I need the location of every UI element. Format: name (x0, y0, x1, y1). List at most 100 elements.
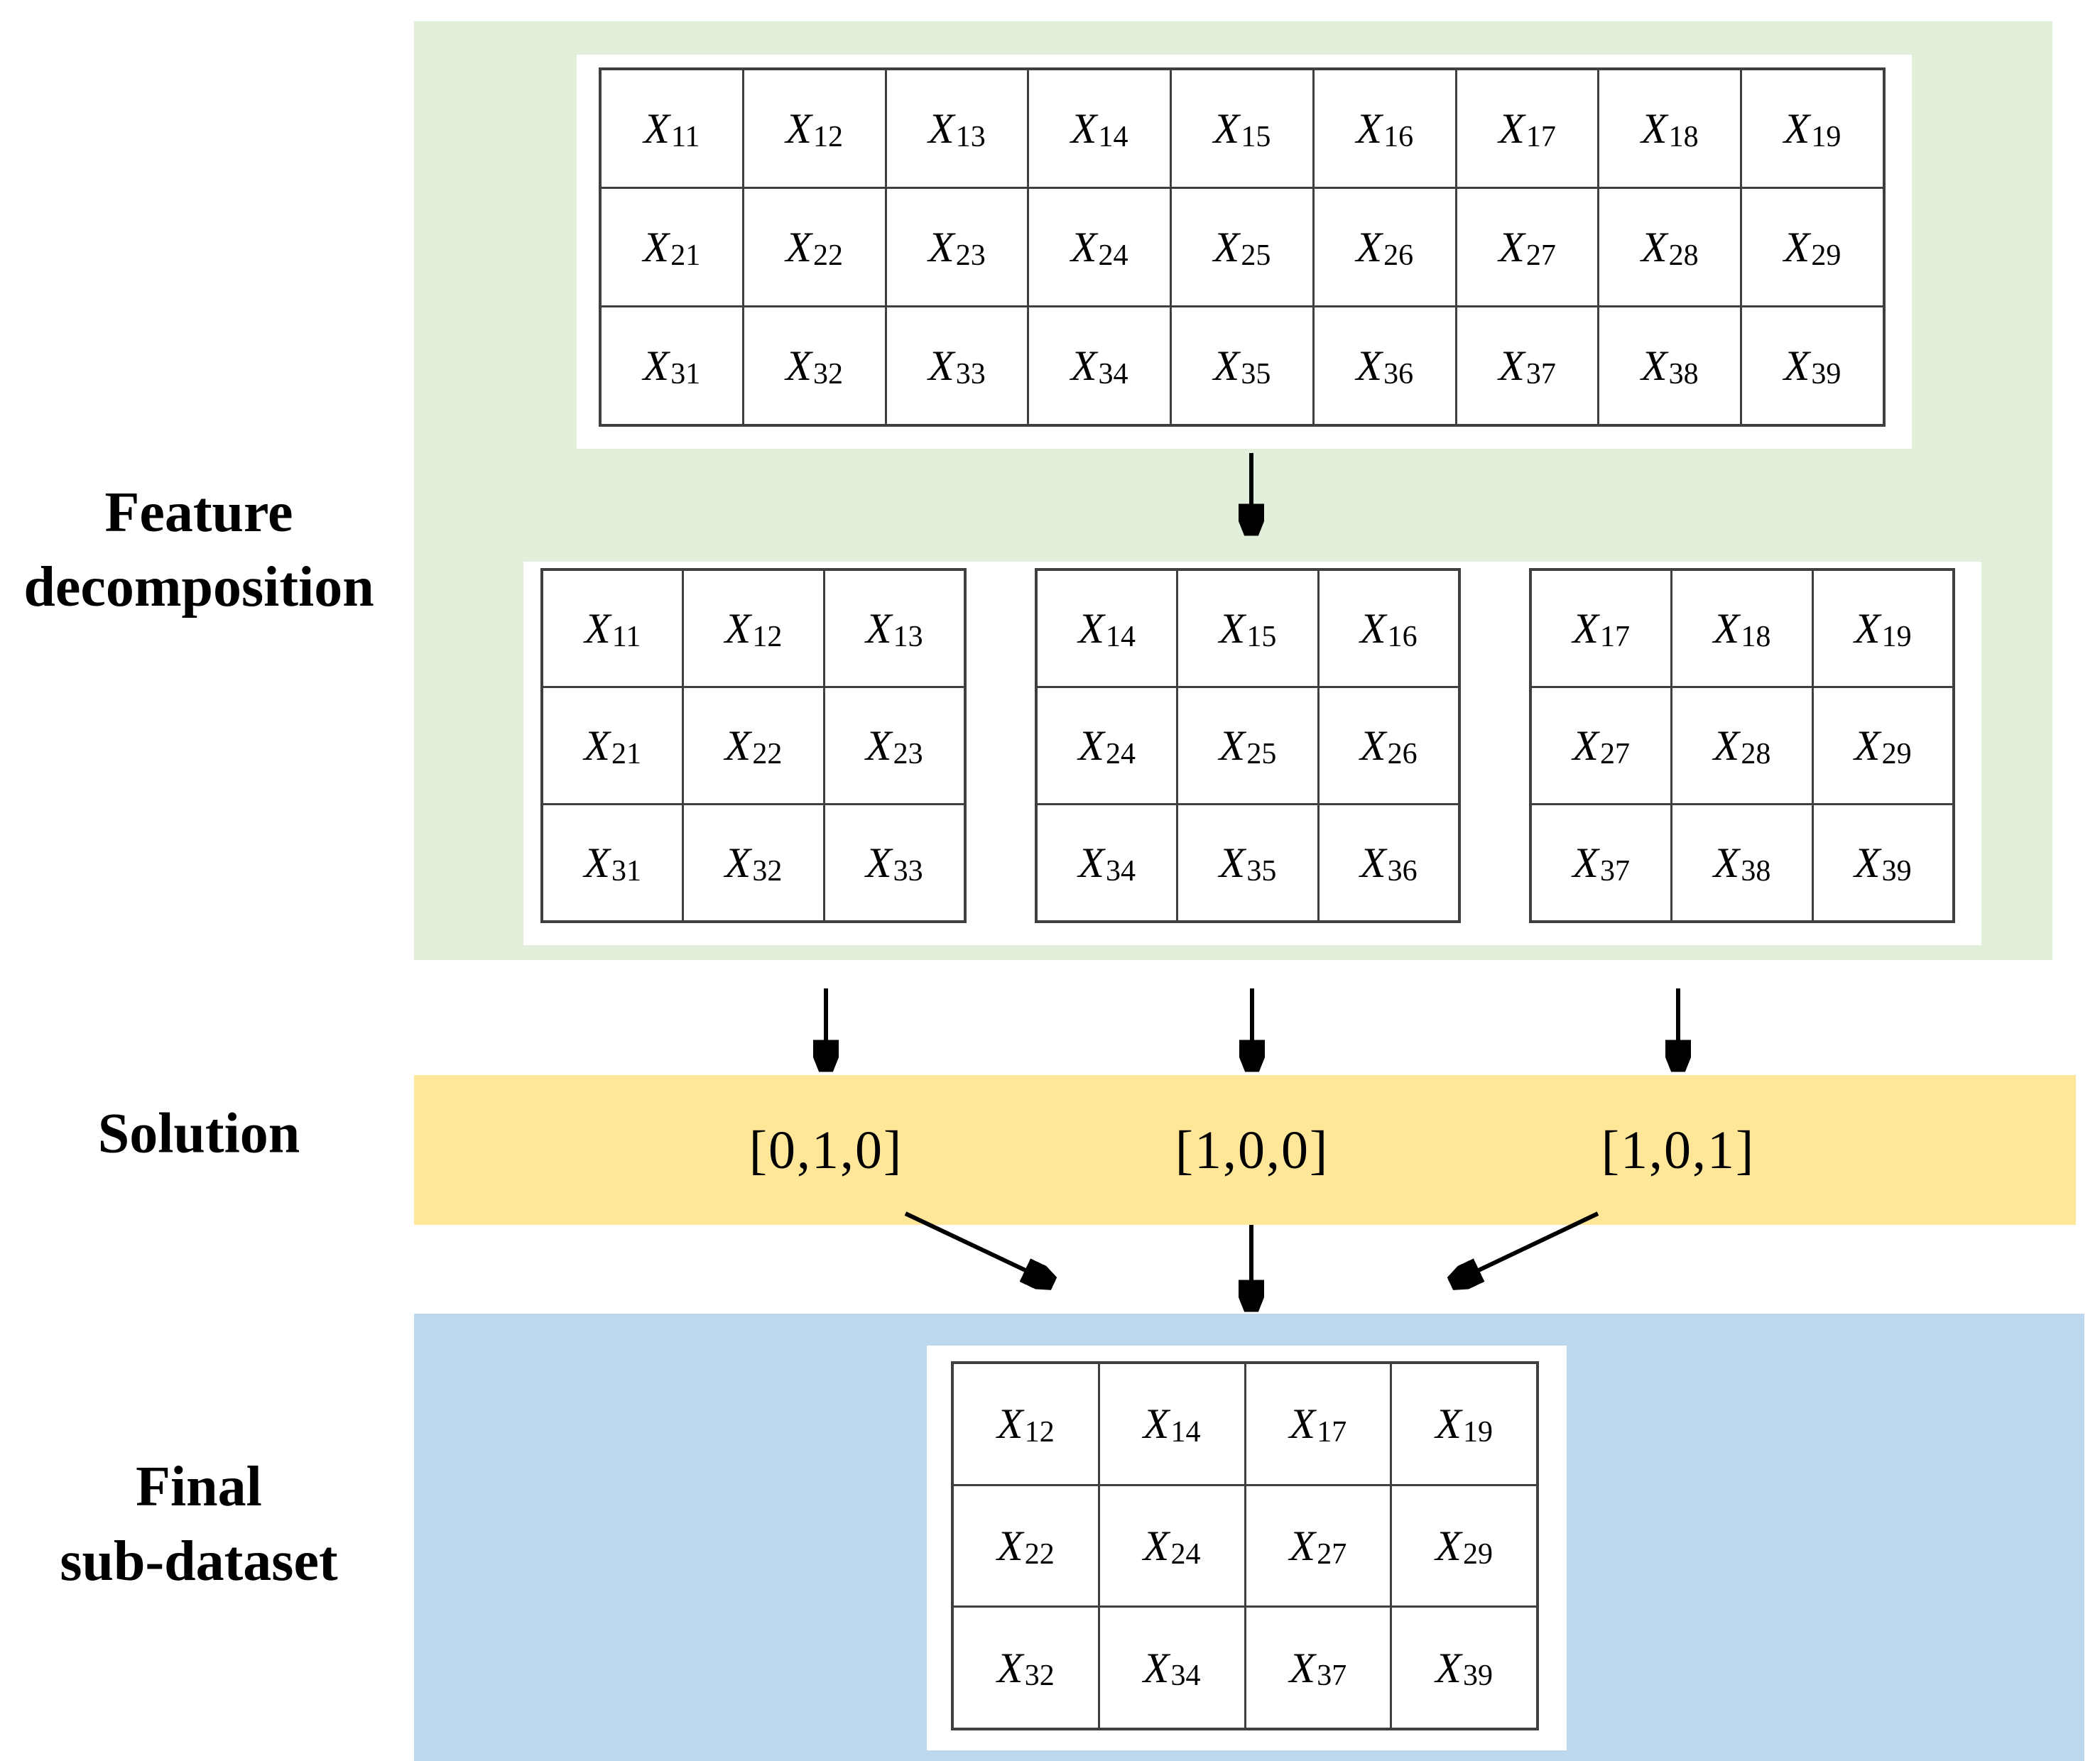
cell-variable: X (1713, 605, 1740, 652)
cell-variable: X (1070, 224, 1097, 271)
cell-subscript: 21 (611, 737, 641, 770)
feature-label-line1: Feature (104, 481, 293, 544)
cell-subscript: 15 (1241, 120, 1271, 153)
cell-variable: X (1356, 224, 1383, 271)
final-sub-dataset-label: Final sub-dataset (60, 1450, 337, 1599)
cell-subscript: 32 (812, 357, 843, 391)
cell-subscript: 19 (1811, 120, 1841, 153)
cell-subscript: 34 (1098, 357, 1128, 391)
cell-variable: X (1359, 722, 1386, 769)
cell-variable: X (1356, 342, 1383, 389)
cell-subscript: 25 (1241, 239, 1271, 272)
cell-subscript: 33 (893, 854, 923, 888)
cell-subscript: 35 (1241, 357, 1271, 391)
cell-variable: X (1289, 1522, 1316, 1569)
cell-variable: X (865, 722, 892, 769)
cell-subscript: 34 (1170, 1659, 1201, 1693)
cell-subscript: 27 (1317, 1537, 1347, 1571)
cell-subscript: 22 (812, 239, 843, 272)
cell-subscript: 32 (1024, 1659, 1055, 1693)
cell-variable: X (1078, 722, 1104, 769)
cell-variable: X (724, 605, 751, 652)
cell-subscript: 28 (1668, 239, 1699, 272)
cell-subscript: 25 (1246, 737, 1277, 770)
cell-subscript: 18 (1668, 120, 1699, 153)
cell-subscript: 39 (1811, 357, 1841, 391)
cell-variable: X (1641, 224, 1668, 271)
cell-variable: X (928, 342, 954, 389)
cell-subscript: 23 (893, 737, 923, 770)
cell-subscript: 31 (670, 357, 701, 391)
cell-variable: X (1143, 1644, 1170, 1691)
cell-variable: X (1854, 839, 1881, 886)
cell-subscript: 22 (752, 737, 783, 770)
cell-subscript: 16 (1387, 620, 1418, 653)
cell-subscript: 11 (611, 620, 641, 653)
solution-label: Solution (97, 1102, 300, 1165)
cell-variable: X (1783, 105, 1810, 152)
cell-variable: X (1435, 1400, 1462, 1448)
cell-subscript: 31 (611, 854, 641, 888)
cell-subscript: 36 (1387, 854, 1418, 888)
cell-variable: X (1854, 605, 1881, 652)
cell-subscript: 24 (1098, 239, 1128, 272)
cell-variable: X (1070, 105, 1097, 152)
cell-variable: X (1078, 605, 1104, 652)
cell-variable: X (1078, 839, 1104, 886)
cell-variable: X (1070, 342, 1097, 389)
cell-variable: X (785, 105, 812, 152)
solution-vector-2: [1,0,0] (1175, 1121, 1329, 1180)
cell-variable: X (1289, 1400, 1316, 1448)
feature-decomposition-label: Feature decomposition (23, 476, 374, 625)
cell-subscript: 13 (893, 620, 923, 653)
cell-variable: X (1213, 105, 1240, 152)
cell-variable: X (1854, 722, 1881, 769)
cell-subscript: 29 (1462, 1537, 1493, 1571)
cell-subscript: 35 (1246, 854, 1277, 888)
cell-subscript: 26 (1383, 239, 1414, 272)
final-label-line1: Final (136, 1456, 262, 1518)
cell-variable: X (1213, 342, 1240, 389)
cell-variable: X (1435, 1522, 1462, 1569)
cell-subscript: 27 (1599, 737, 1630, 770)
cell-subscript: 17 (1317, 1416, 1347, 1449)
cell-subscript: 23 (955, 239, 986, 272)
cell-variable: X (865, 839, 892, 886)
cell-variable: X (1783, 342, 1810, 389)
